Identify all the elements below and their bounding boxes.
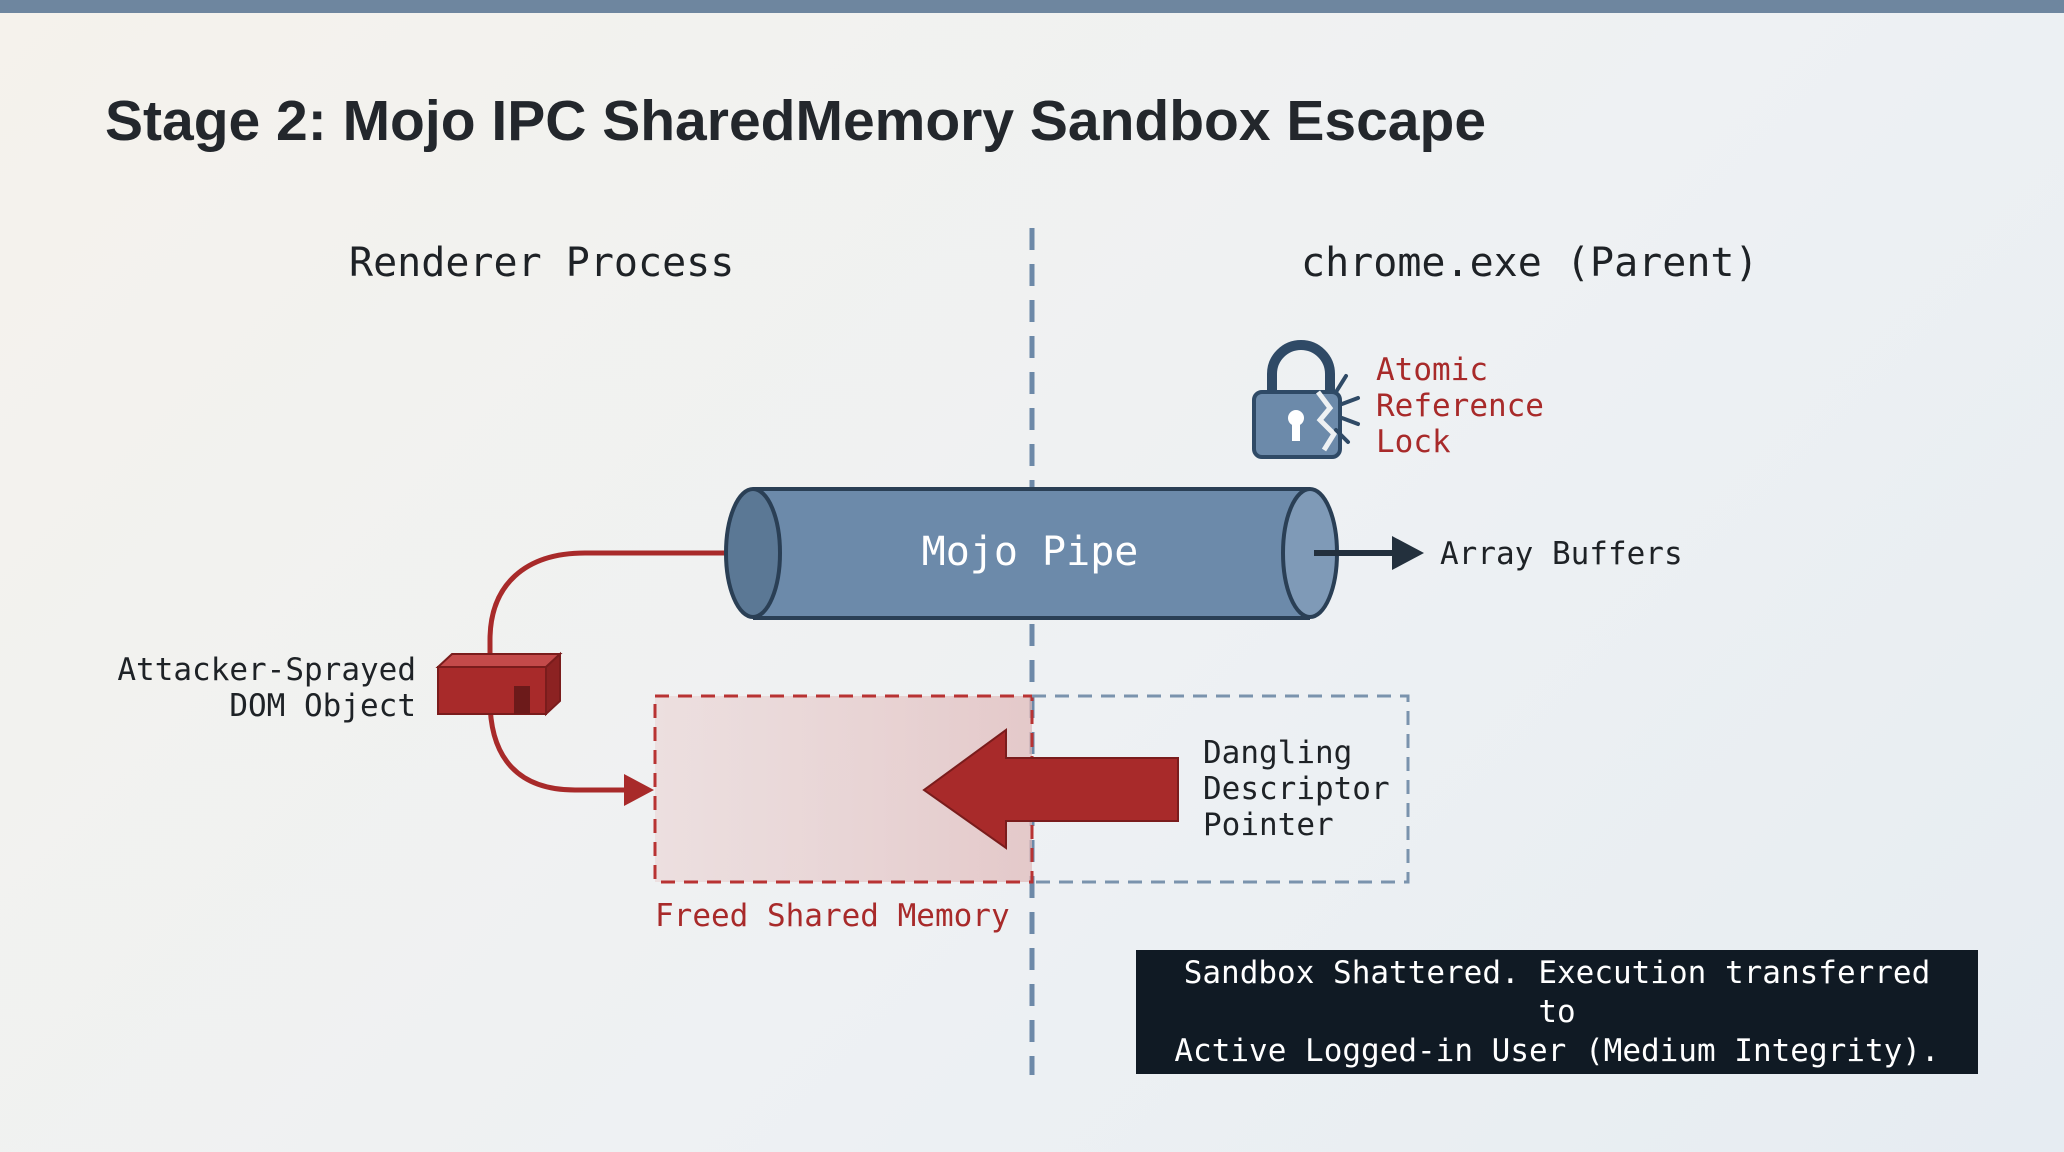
attacker-label-line-2: DOM Object [229,688,416,724]
atomic-lock-line-1: Atomic [1376,352,1488,388]
status-callout: Sandbox Shattered. Execution transferred… [1136,950,1978,1074]
pointer-label-line-2: Descriptor [1203,771,1390,807]
pointer-label-line-3: Pointer [1203,807,1334,843]
parent-process-label: chrome.exe (Parent) [1301,240,1759,286]
pointer-region-outline [1032,694,1410,884]
attacker-label-line-1: Attacker-Sprayed [117,652,416,688]
broken-padlock-icon [1252,340,1360,459]
status-line-1: Sandbox Shattered. Execution transferred… [1183,954,1931,1030]
array-buffers-label: Array Buffers [1440,536,1683,572]
top-accent-bar [0,0,2064,13]
red-block-icon [435,651,563,717]
mojo-pipe-label: Mojo Pipe [921,529,1139,575]
array-buffer-arrowhead [1392,536,1424,570]
dangling-pointer-arrow [922,728,1179,850]
pointer-label-line-1: Dangling [1203,735,1353,771]
atomic-lock-label: Atomic Reference Lock [1376,352,1544,460]
dangling-pointer-label: Dangling Descriptor Pointer [1203,735,1390,843]
status-line-2: Active Logged-in User (Medium Integrity)… [1174,1032,1940,1069]
freed-memory-label: Freed Shared Memory [655,898,1010,934]
status-text: Sandbox Shattered. Execution transferred… [1156,954,1958,1071]
renderer-process-label: Renderer Process [349,240,735,286]
atomic-lock-line-2: Reference [1376,388,1544,424]
spray-arrowhead [624,774,654,806]
mojo-pipe-cylinder [724,487,1339,620]
slide-title: Stage 2: Mojo IPC SharedMemory Sandbox E… [105,89,1487,153]
attacker-object-label: Attacker-Sprayed DOM Object [100,652,416,724]
atomic-lock-line-3: Lock [1376,424,1451,460]
